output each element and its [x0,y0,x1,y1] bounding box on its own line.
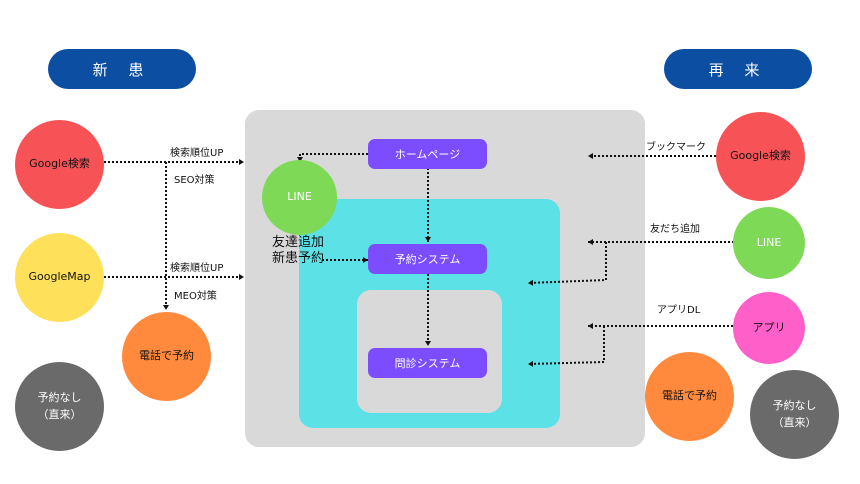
friend-add-right-label: 友だち追加 [650,224,700,235]
interview-system-node: 問診システム [368,348,487,378]
seo-rank-label: 検索順位UP [170,148,224,159]
arrow-homepage-to-line [297,153,368,162]
phone-reservation-circle-right: 電話で予約 [645,352,734,441]
app-download-label: アプリDL [657,305,701,316]
google-search-circle-right: Google検索 [716,112,805,201]
friend-add-label: 友達追加 新患予約 [272,235,325,266]
walk-in-circle: 予約なし （直来） [15,362,104,451]
bookmark-label: ブックマーク [646,142,706,153]
walk-in-circle-right: 予約なし （直来） [750,370,839,459]
meo-label: MEO対策 [174,291,217,302]
new-patient-header: 新 患 [48,49,196,89]
google-map-circle: GoogleMap [15,233,104,322]
arrow-app-to-interview [527,326,605,367]
app-circle: アプリ [733,292,805,364]
phone-reservation-circle: 電話で予約 [122,312,211,401]
meo-rank-label: 検索順位UP [170,263,224,274]
google-search-circle: Google検索 [15,120,104,209]
homepage-node: ホームページ [368,139,487,169]
reservation-system-node: 予約システム [368,244,487,274]
seo-label: SEO対策 [174,175,215,186]
arrow-line-to-reservation-right [527,242,607,286]
line-circle-right: LINE [733,207,805,279]
returning-patient-header: 再 来 [664,49,812,89]
line-node-circle: LINE [262,160,337,235]
